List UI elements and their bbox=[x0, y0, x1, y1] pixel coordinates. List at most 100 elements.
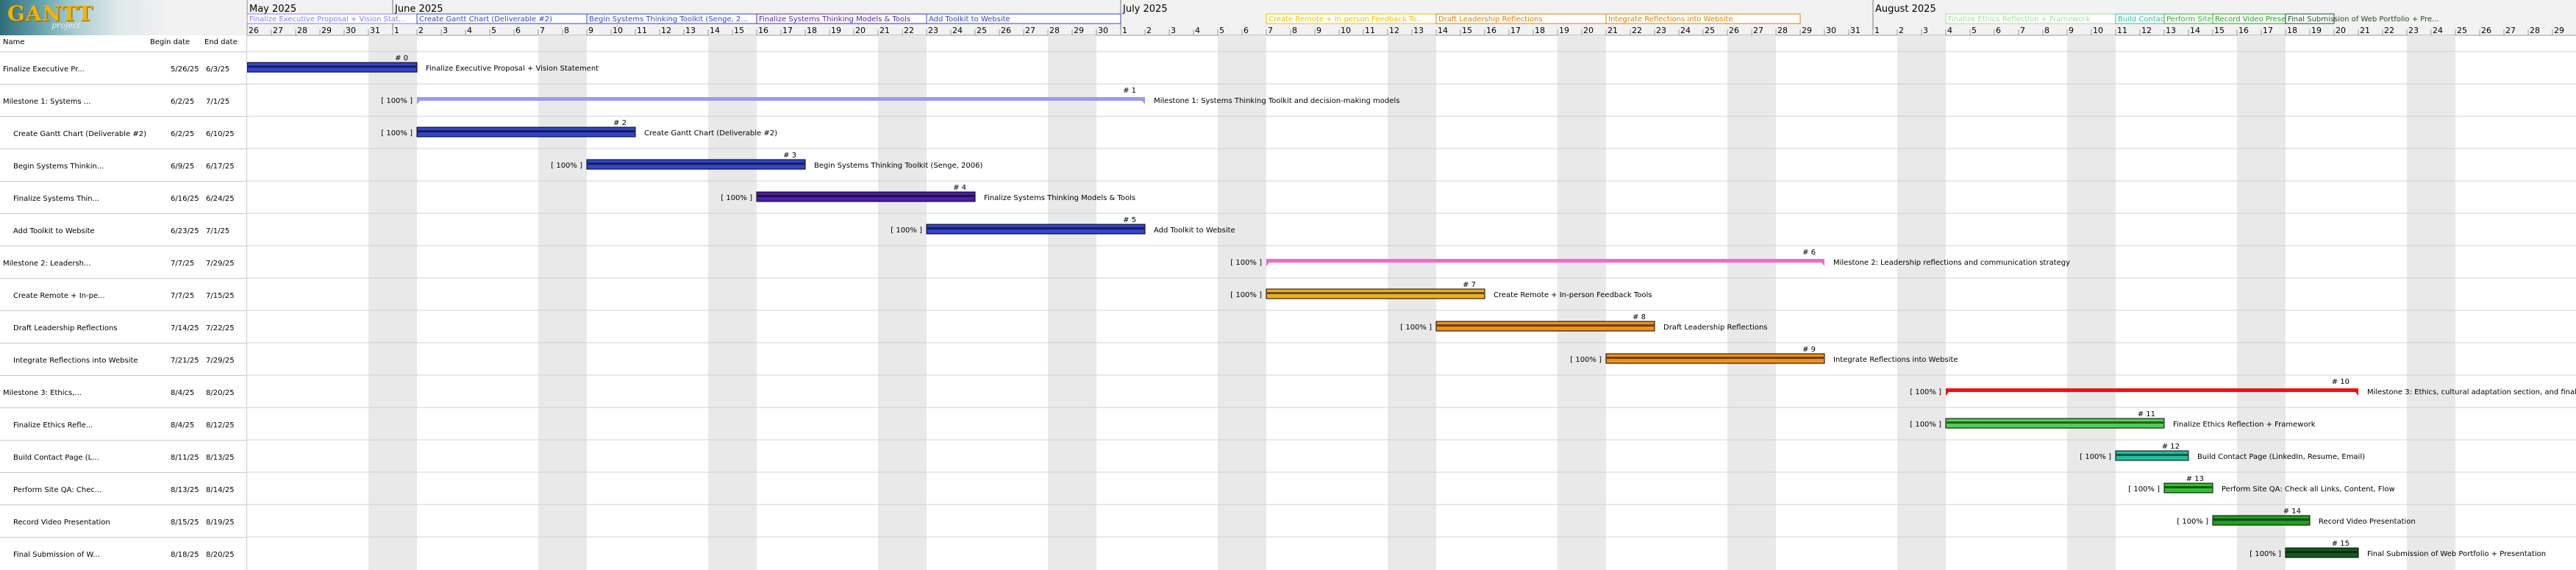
task-percent-label: [ 100% ] bbox=[381, 97, 413, 105]
day-label: 1 bbox=[394, 26, 399, 35]
day-label: 21 bbox=[1608, 26, 1618, 35]
task-bar-progress bbox=[757, 195, 974, 197]
day-label: 20 bbox=[1583, 26, 1594, 35]
weekend-column bbox=[878, 35, 902, 570]
day-label: 23 bbox=[928, 26, 938, 35]
table-row[interactable]: Create Gantt Chart (Deliverable #2)6/2/2… bbox=[0, 116, 246, 149]
weekend-column bbox=[2261, 35, 2286, 570]
task-id-label: # 15 bbox=[2332, 540, 2350, 548]
task-percent-label: [ 100% ] bbox=[1230, 291, 1262, 299]
day-label: 3 bbox=[443, 26, 448, 35]
day-label: 29 bbox=[321, 26, 332, 35]
milestone-right-cap bbox=[1139, 97, 1145, 104]
logo-subtext: project bbox=[51, 21, 81, 30]
task-bar-progress bbox=[248, 65, 416, 68]
table-row[interactable]: Record Video Presentation 8/15/25 8/19/25 bbox=[0, 505, 246, 538]
day-label: 10 bbox=[2093, 26, 2103, 35]
task-bar-label: Integrate Reflections into Website bbox=[1833, 356, 1958, 364]
day-label: 25 bbox=[977, 26, 987, 35]
weekend-column bbox=[2067, 35, 2091, 570]
app-logo: GANTT project bbox=[0, 0, 246, 35]
column-header-begin-date[interactable]: Begin date bbox=[150, 38, 190, 46]
task-bar-label: Milestone 2: Leadership reflections and … bbox=[1833, 259, 2070, 267]
day-label: 30 bbox=[1098, 26, 1108, 35]
task-bar-progress bbox=[418, 130, 635, 132]
day-label: 26 bbox=[2481, 26, 2491, 35]
day-label: 9 bbox=[2069, 26, 2074, 35]
end-date-cell: 8/19/25 bbox=[206, 519, 235, 527]
task-bar-progress bbox=[1267, 292, 1484, 294]
day-label: 4 bbox=[467, 26, 472, 35]
day-label: 5 bbox=[1972, 26, 1977, 35]
end-date-cell: 8/13/25 bbox=[206, 454, 235, 462]
task-bar-label: Create Gantt Chart (Deliverable #2) bbox=[644, 129, 777, 138]
task-bar-progress bbox=[2286, 551, 2358, 553]
weekend-column bbox=[538, 35, 563, 570]
end-date-cell: 7/15/25 bbox=[206, 292, 235, 300]
day-label: 2 bbox=[1899, 26, 1904, 35]
end-date-cell: 7/1/25 bbox=[206, 227, 230, 235]
task-id-label: # 14 bbox=[2283, 507, 2301, 516]
day-label: 26 bbox=[249, 26, 259, 35]
task-percent-label: [ 100% ] bbox=[2080, 453, 2111, 461]
day-label: 13 bbox=[2166, 26, 2176, 35]
weekend-column bbox=[732, 35, 757, 570]
task-bar-progress bbox=[1607, 357, 1824, 359]
end-date-cell: 8/20/25 bbox=[206, 389, 235, 397]
weekend-column bbox=[1242, 35, 1266, 570]
day-label: 9 bbox=[588, 26, 593, 35]
day-label: 29 bbox=[1802, 26, 1812, 35]
day-label: 24 bbox=[952, 26, 963, 35]
begin-date-cell: 8/18/25 bbox=[171, 551, 199, 559]
end-date-cell: 6/3/25 bbox=[206, 65, 230, 74]
begin-date-cell: 8/11/25 bbox=[171, 454, 199, 462]
day-label: 28 bbox=[1777, 26, 1788, 35]
day-label: 31 bbox=[1850, 26, 1860, 35]
task-name-cell: Record Video Presentation bbox=[13, 519, 110, 527]
day-label: 7 bbox=[1268, 26, 1273, 35]
day-label: 14 bbox=[1438, 26, 1448, 35]
begin-date-cell: 7/7/25 bbox=[171, 260, 195, 268]
weekend-column bbox=[708, 35, 732, 570]
task-id-label: # 1 bbox=[1123, 87, 1136, 95]
milestone-bar[interactable] bbox=[417, 97, 1145, 101]
milestone-bar[interactable] bbox=[1266, 259, 1824, 263]
begin-date-cell: 8/15/25 bbox=[171, 519, 199, 527]
header-task-label: Begin Systems Thinking Toolkit (Senge, 2… bbox=[589, 15, 748, 24]
begin-date-cell: 5/26/25 bbox=[171, 65, 199, 74]
day-label: 6 bbox=[515, 26, 521, 35]
header-task-strip bbox=[2285, 13, 2335, 24]
header-task-label: Create Gantt Chart (Deliverable #2) bbox=[419, 15, 552, 24]
month-label: May 2025 bbox=[249, 4, 296, 15]
day-label: 7 bbox=[2020, 26, 2025, 35]
header-task-label: Perform Site QA:... bbox=[2166, 15, 2234, 24]
column-header-end-date[interactable]: End date bbox=[204, 38, 238, 46]
weekend-column bbox=[1048, 35, 1072, 570]
task-name-cell: Finalize Systems Thin... bbox=[13, 195, 100, 203]
milestone-bar[interactable] bbox=[1946, 388, 2358, 392]
task-name-cell: Final Submission of W... bbox=[13, 551, 100, 559]
column-header-name[interactable]: Name bbox=[3, 38, 25, 46]
day-label: 8 bbox=[1292, 26, 1297, 35]
month-label: June 2025 bbox=[394, 4, 443, 15]
day-label: 24 bbox=[1680, 26, 1691, 35]
weekend-column bbox=[1752, 35, 1776, 570]
day-label: 22 bbox=[1632, 26, 1642, 35]
header-task-label: Finalize Systems Thinking Models & Tools bbox=[759, 15, 910, 24]
